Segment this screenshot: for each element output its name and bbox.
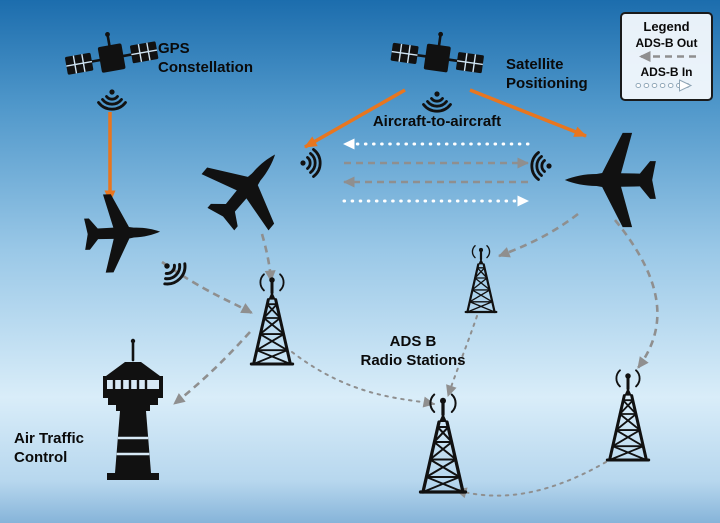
left-jet-to-station1-arrow [260,233,276,282]
left-jet-signal-waves-icon [298,148,322,178]
label-aircraft-to-aircraft: Aircraft-to-aircraft [372,113,502,130]
label-adsb-radio-stations: ADS B Radio Stations [360,333,466,369]
station2-to-station3-link [446,315,478,397]
right-jet-icon [564,132,656,228]
station4-to-station3-link [455,461,607,499]
right-jet-to-station2-arrow [498,212,579,258]
radio-tower-3-icon [418,392,468,494]
adsb-out-sample-arrow-icon [638,51,696,62]
ga-aircraft-icon [83,192,162,274]
satellite-to-right-jet-arrow [469,88,587,138]
positioning-signal-waves-icon [422,90,452,113]
legend-adsb-out-label: ADS-B Out [635,36,698,50]
radio-tower-2-icon [464,244,498,314]
legend-title: Legend [643,19,690,34]
legend-adsb-in-label: ADS-B In [640,65,693,79]
station1-to-station3-link [291,351,435,408]
label-satellite-positioning: Satellite Positioning [506,56,588,92]
right-jet-to-station4-arrow [613,219,659,369]
station1-to-atc-arrow [173,331,251,406]
label-gps-constellation: GPS Constellation [158,40,254,76]
satellite-to-left-jet-arrow [304,88,406,149]
ga-aircraft-to-station1-arrow [161,260,253,315]
legend: Legend ADS-B Out ADS-B In [620,12,713,101]
ga-aircraft-signal-waves-icon [153,252,192,291]
adsb-in-sample-arrow-icon [635,79,692,92]
positioning-satellite-icon [388,24,488,79]
label-air-traffic-control: Air Traffic Control [14,430,85,466]
gps-satellite-icon [60,22,161,81]
left-jet-icon [187,126,309,248]
radio-tower-4-icon [605,368,651,462]
gps-signal-waves-icon [97,88,127,111]
radio-tower-1-icon [249,272,295,366]
right-jet-signal-waves-icon [530,151,553,181]
